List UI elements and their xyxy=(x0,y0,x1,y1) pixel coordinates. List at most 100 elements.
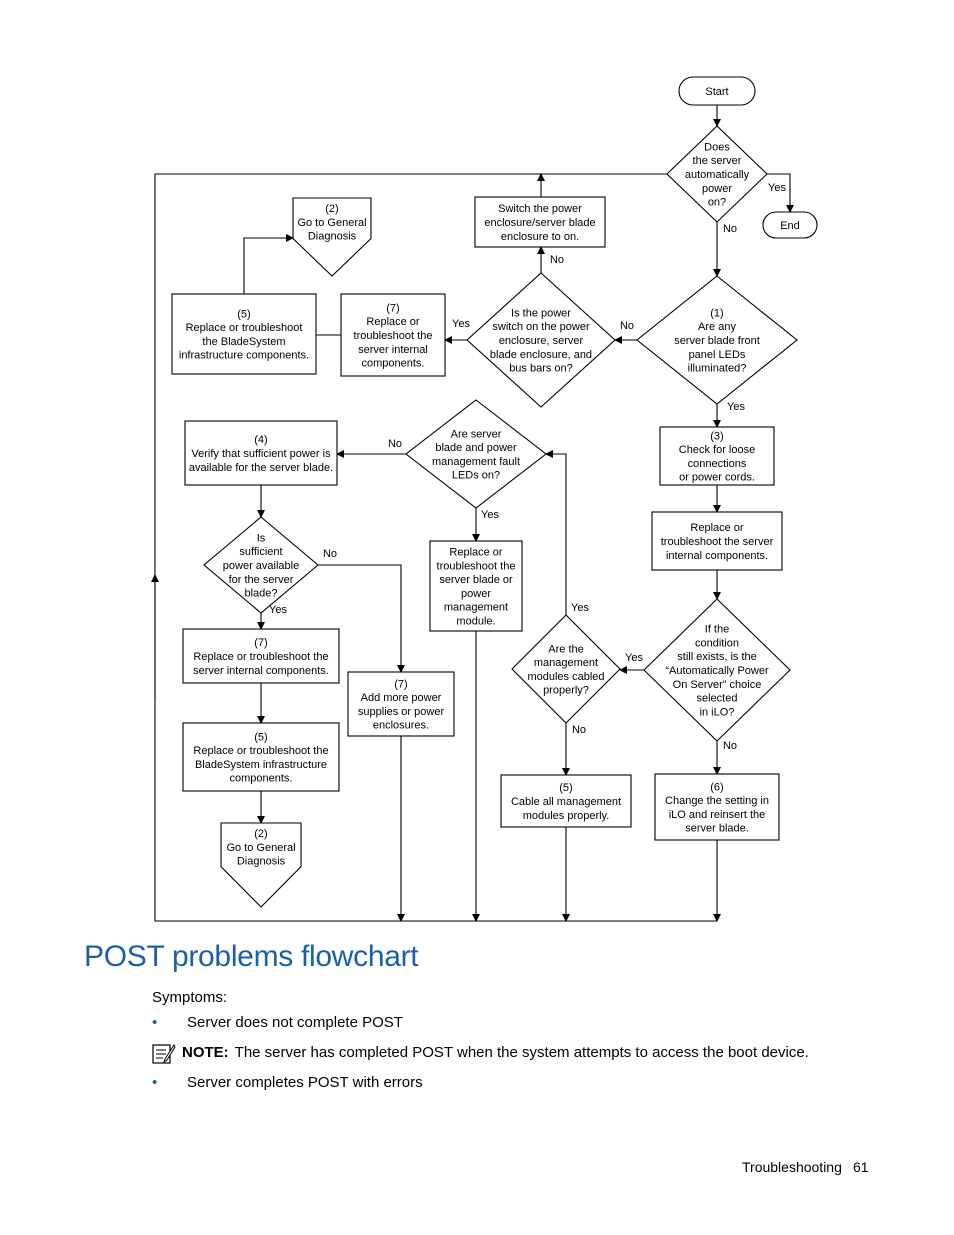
section-title: POST problems flowchart xyxy=(84,940,419,973)
node-text-line: panel LEDs xyxy=(689,349,746,361)
node-text-line: (5) xyxy=(254,731,267,743)
node-text-line: server blade or xyxy=(439,574,513,586)
node-shape xyxy=(654,773,780,841)
node-text-line: Replace or troubleshoot xyxy=(186,322,303,334)
node-text-line: End xyxy=(780,220,800,232)
node-shape xyxy=(762,211,818,239)
node-text-line: supplies or power xyxy=(358,706,445,718)
node-text-line: (5) xyxy=(559,782,572,794)
edge-label-no-cabled: No xyxy=(572,724,586,736)
node-text-line: (7) xyxy=(254,637,267,649)
node-text-line: switch on the power xyxy=(492,321,590,333)
flowchart-node-end: End xyxy=(762,211,818,239)
node-shape xyxy=(466,272,616,408)
node-text-line: Replace or troubleshoot the xyxy=(193,651,328,663)
node-text-line: server blade. xyxy=(685,823,749,835)
node-text-line: power xyxy=(702,183,732,195)
node-text-line: the BladeSystem xyxy=(202,336,285,348)
node-text-line: Check for loose xyxy=(679,444,755,456)
note-label: NOTE: xyxy=(182,1044,229,1061)
node-text-line: on? xyxy=(708,197,726,209)
node-shape xyxy=(184,420,338,486)
connector-line xyxy=(767,173,794,213)
edge-label-yes-sufficient: Yes xyxy=(269,604,287,616)
node-text-line: Is the power xyxy=(511,307,571,319)
node-text-line: Replace or troubleshoot the xyxy=(193,745,328,757)
connector-line xyxy=(243,234,294,294)
edge-label-yes-end: Yes xyxy=(768,182,786,194)
node-text-line: power available xyxy=(223,560,299,572)
node-text-line: still exists, is the xyxy=(677,651,756,663)
node-text-line: management xyxy=(444,602,508,614)
node-shape xyxy=(666,125,768,223)
bullet-dot: • xyxy=(152,1014,158,1031)
node-text-line: Cable all management xyxy=(511,796,621,808)
node-text-line: condition xyxy=(695,637,739,649)
node-text-line: server internal xyxy=(358,344,428,356)
flowchart-node-verify-power: (4)Verify that sufficient power isavaila… xyxy=(184,420,338,486)
connector-line xyxy=(154,173,717,922)
node-text-line: infrastructure components. xyxy=(179,350,309,362)
node-shape xyxy=(429,540,523,632)
node-text-line: Start xyxy=(705,86,728,98)
edge-label-no-switch: No xyxy=(550,254,564,266)
node-text-line: the server xyxy=(693,155,742,167)
node-text-line: (2) xyxy=(325,203,338,215)
node-shape xyxy=(678,76,756,106)
edge-label-yes-switch: Yes xyxy=(452,318,470,330)
node-text-line: (2) xyxy=(254,828,267,840)
node-text-line: On Server” choice xyxy=(673,679,762,691)
edge-label-no-leds: No xyxy=(620,320,634,332)
node-text-line: (6) xyxy=(710,781,723,793)
node-text-line: management xyxy=(534,657,598,669)
footer-section-name: Troubleshooting xyxy=(742,1159,842,1175)
node-text-line: connections xyxy=(688,458,747,470)
symptom-text: Server completes POST with errors xyxy=(187,1074,423,1091)
node-text-line: in iLO? xyxy=(700,706,735,718)
node-text-line: components. xyxy=(362,358,425,370)
node-text-line: Replace or xyxy=(366,316,420,328)
symptom-text: Server does not complete POST xyxy=(187,1014,403,1031)
flowchart-node-replace-internal-left: (7) Replace or troubleshoot the server int… xyxy=(182,628,340,684)
node-text-line: components. xyxy=(230,773,293,785)
connector-line xyxy=(318,564,405,673)
node-text-line: management fault xyxy=(432,456,520,468)
node-text-line: enclosure/server blade xyxy=(484,217,595,229)
node-shape xyxy=(182,628,340,684)
node-text-line: modules cabled xyxy=(527,671,604,683)
node-text-line: (1) xyxy=(710,307,723,319)
edge-label-no-fault: No xyxy=(388,438,402,450)
node-shape xyxy=(636,275,798,405)
node-shape xyxy=(511,614,621,724)
node-text-line: Change the setting in xyxy=(665,795,769,807)
node-text-line: server blade front xyxy=(674,335,760,347)
node-shape xyxy=(182,722,340,792)
edge-label-yes-fault: Yes xyxy=(481,509,499,521)
node-text-line: iLO and reinsert the xyxy=(669,809,766,821)
node-text-line: server internal components. xyxy=(193,665,329,677)
node-text-line: blade enclosure, and xyxy=(490,349,592,361)
node-text-line: (7) xyxy=(386,302,399,314)
edge-label-yes-condition: Yes xyxy=(625,652,643,664)
node-text-line: BladeSystem infrastructure xyxy=(195,759,327,771)
node-text-line: Diagnosis xyxy=(308,231,357,243)
node-text-line: Go to General xyxy=(297,217,366,229)
node-shape xyxy=(405,399,547,509)
node-text-line: for the server xyxy=(229,574,294,586)
node-text-line: or power cords. xyxy=(679,472,755,484)
node-text-line: Diagnosis xyxy=(237,856,286,868)
node-text-line: enclosure to on. xyxy=(501,231,579,243)
node-text-line: Add more power xyxy=(361,692,442,704)
